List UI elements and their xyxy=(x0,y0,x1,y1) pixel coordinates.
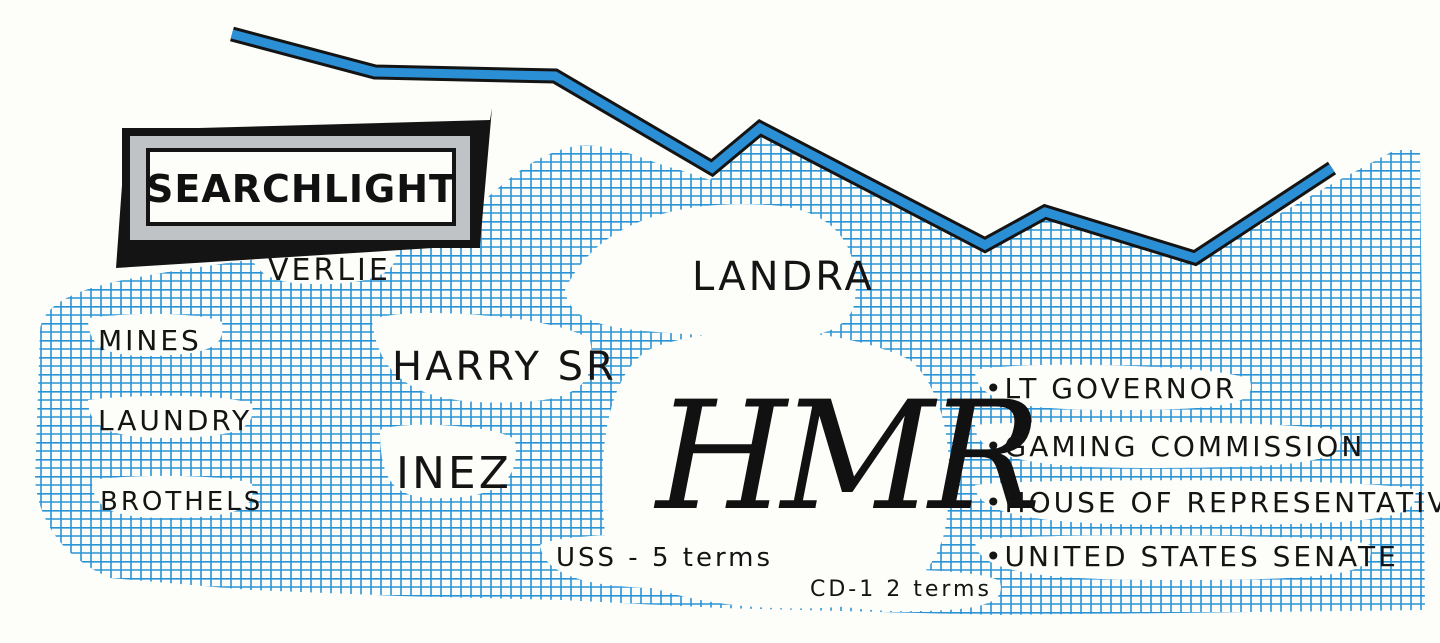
label-hmr: HMR xyxy=(653,370,1036,544)
office-item: •HOUSE OF REPRESENTATIVES xyxy=(985,486,1440,519)
office-item: •UNITED STATES SENATE xyxy=(985,540,1399,573)
label-mines: MINES xyxy=(98,324,202,357)
label-harry-sr: HARRY SR xyxy=(392,344,617,390)
searchlight-sign: SEARCHLIGHT xyxy=(116,108,492,268)
label-landra: LANDRA xyxy=(692,254,875,300)
office-item: •LT GOVERNOR xyxy=(985,372,1237,405)
office-item: •GAMING COMMISSION xyxy=(985,430,1365,463)
label-brothels: BROTHELS xyxy=(100,487,263,517)
label-uss-terms: USS - 5 terms xyxy=(556,543,773,573)
label-inez: INEZ xyxy=(396,448,512,499)
label-patches xyxy=(88,204,1416,612)
label-verlie: VERLIE xyxy=(268,253,391,288)
label-cd1-terms: CD-1 2 terms xyxy=(810,577,992,602)
sign-text: SEARCHLIGHT xyxy=(146,167,456,211)
river-line-fill xyxy=(230,29,1335,263)
label-laundry: LAUNDRY xyxy=(98,404,252,437)
offices-list: •LT GOVERNOR •GAMING COMMISSION •HOUSE O… xyxy=(985,372,1440,573)
